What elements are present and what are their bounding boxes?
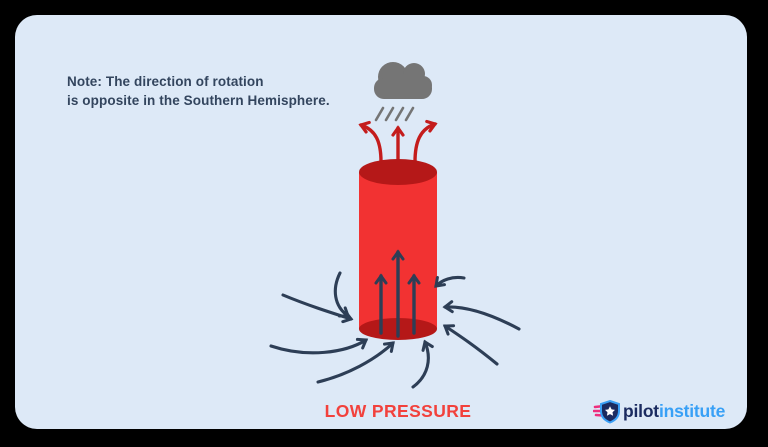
note-line-1: Note: The direction of rotation [67, 74, 264, 89]
note-line-2: is opposite in the Southern Hemisphere. [67, 93, 330, 108]
navy-updraft-arrows [374, 249, 421, 338]
winged-shield-star-icon [593, 399, 620, 424]
logo-wordmark: pilotinstitute [623, 398, 725, 424]
red-outflow-arrows [358, 119, 438, 165]
logo-word-pilot: pilot [623, 401, 659, 421]
low-pressure-label: LOW PRESSURE [324, 401, 472, 421]
rain-lines-icon [374, 106, 415, 122]
rain-cloud-icon [374, 62, 432, 99]
diagram-panel: Note: The direction of rotation is oppos… [15, 15, 747, 429]
low-pressure-diagram [269, 62, 521, 389]
hemisphere-note: Note: The direction of rotation is oppos… [67, 72, 330, 110]
logo-word-institute: institute [658, 401, 726, 421]
navy-inflow-spiral-arrows [269, 271, 521, 389]
pilot-institute-logo: pilotinstitute [593, 398, 725, 424]
